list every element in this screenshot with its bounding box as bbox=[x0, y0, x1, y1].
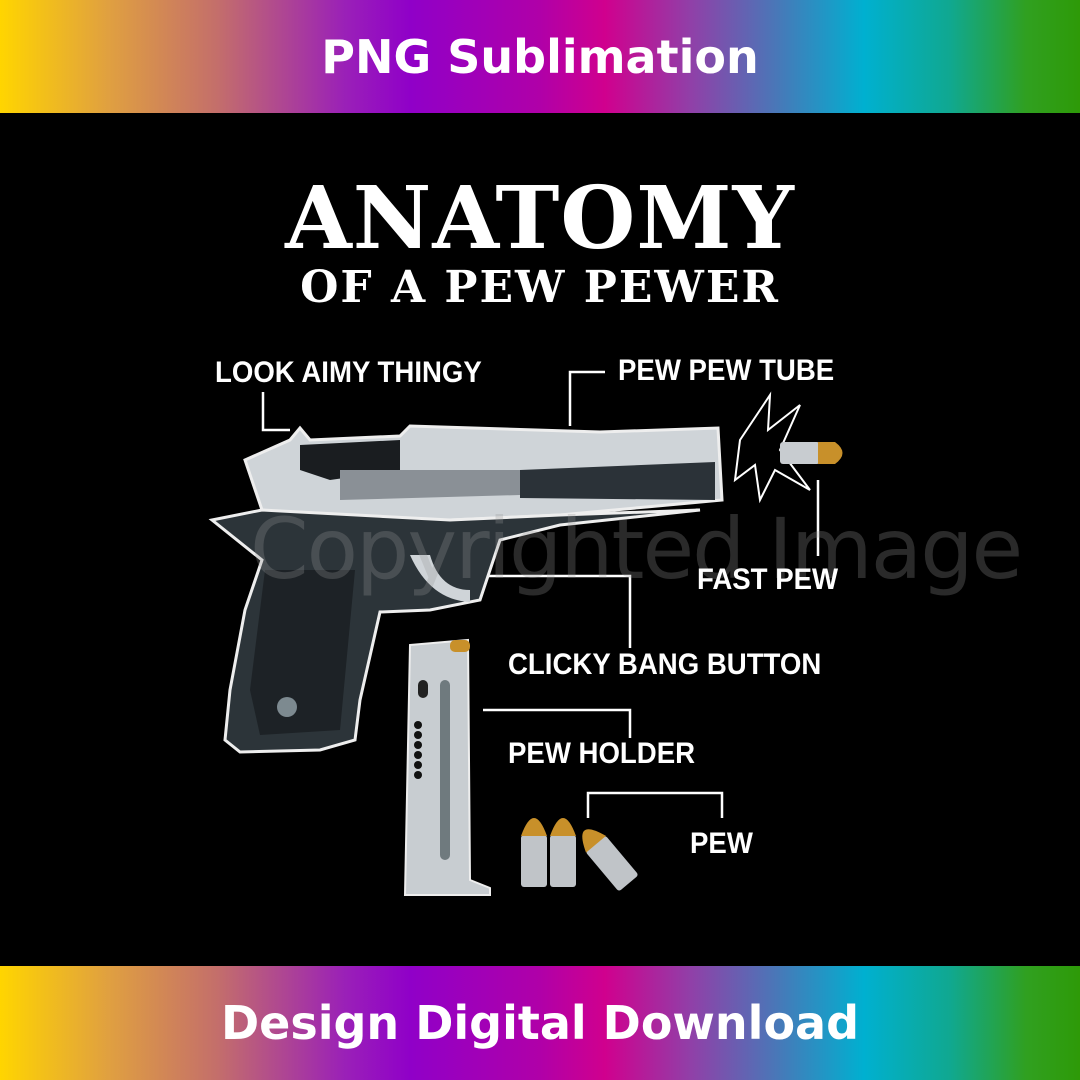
label-magazine: PEW HOLDER bbox=[508, 737, 696, 770]
ammo-rounds bbox=[521, 818, 638, 891]
fired-bullet bbox=[780, 442, 843, 464]
leader-lines bbox=[261, 370, 820, 818]
design-subtitle: OF A PEW PEWER bbox=[300, 262, 780, 313]
top-banner-text: PNG Sublimation bbox=[321, 29, 759, 84]
label-barrel: PEW PEW TUBE bbox=[618, 354, 835, 387]
pistol bbox=[208, 424, 724, 754]
design-title: ANATOMY bbox=[285, 168, 795, 269]
bottom-banner: Design Digital Download bbox=[0, 966, 1080, 1080]
label-sight: LOOK AIMY THINGY bbox=[215, 356, 482, 389]
label-pew: PEW bbox=[690, 827, 753, 860]
watermark: Copyrighted Image bbox=[250, 500, 1023, 598]
label-trigger: CLICKY BANG BUTTON bbox=[508, 648, 822, 681]
muzzle-flash bbox=[733, 391, 811, 504]
magazine bbox=[403, 638, 491, 896]
label-fast-pew: FAST PEW bbox=[697, 563, 839, 596]
bottom-banner-text: Design Digital Download bbox=[220, 996, 860, 1050]
top-banner: PNG Sublimation bbox=[0, 0, 1080, 113]
